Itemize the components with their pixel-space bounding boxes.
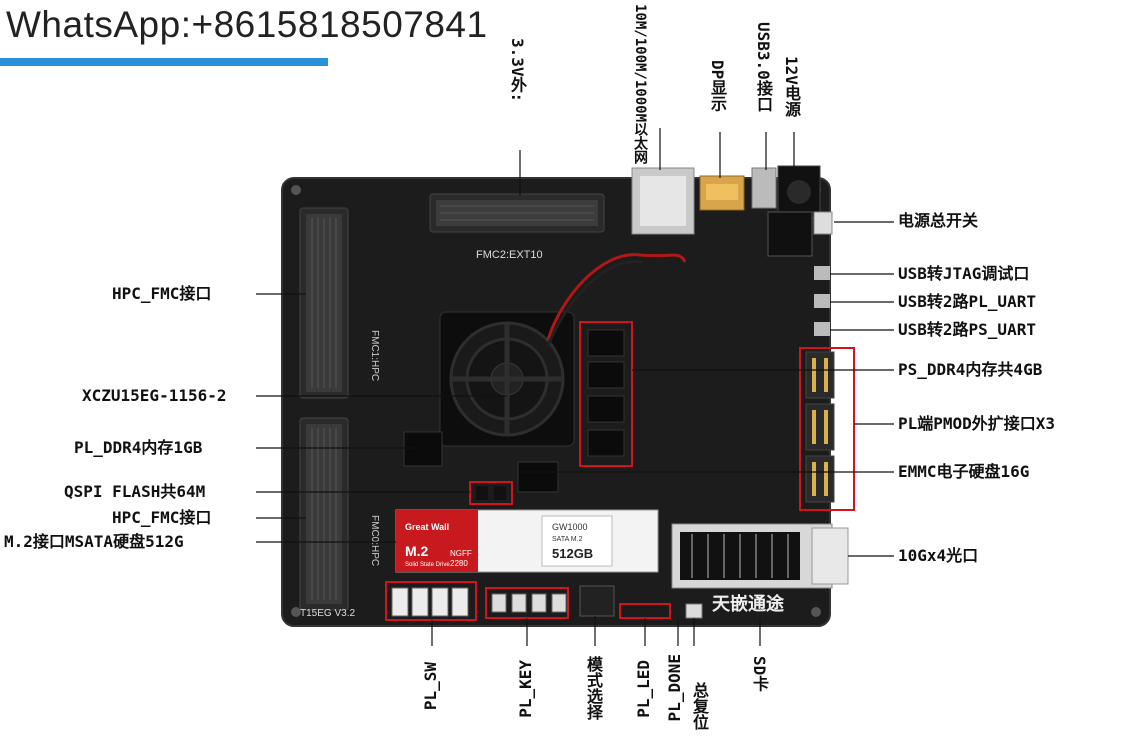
usb-ps-uart-port	[814, 322, 830, 336]
label-3v3: 3.3V外:	[508, 38, 527, 103]
label-hpc-fmc-top: HPC_FMC接口	[112, 284, 212, 303]
ssd-desc-text: Solid State Drive	[405, 562, 450, 568]
label-pl-ddr4: PL_DDR4内存1GB	[74, 438, 203, 457]
label-dp: DP显示	[708, 60, 727, 112]
ssd-type-text: NGFF	[450, 549, 472, 558]
label-power-switch: 电源总开关	[898, 211, 979, 230]
mode-switch	[579, 585, 615, 617]
silk-fmc2-text: FMC2:EXT10	[476, 249, 543, 261]
mount-hole	[291, 185, 301, 195]
watermark-underline	[0, 58, 328, 66]
silk-fmc1-text: FMC1:HPC	[369, 330, 380, 381]
usb-jtag-port	[814, 266, 830, 280]
label-cpu: XCZU15EG-1156-2	[82, 386, 227, 405]
label-hpc-fmc-bottom: HPC_FMC接口	[112, 508, 212, 527]
label-12v: 12V电源	[782, 56, 801, 117]
pmod-highlight	[799, 347, 855, 511]
ssd-model-text: GW1000	[552, 522, 588, 532]
watermark-text: WhatsApp:+8615818507841	[6, 4, 488, 45]
pl-sw-highlight	[385, 581, 477, 621]
mount-hole	[811, 607, 821, 617]
pl-ddr4-chip	[403, 431, 443, 467]
label-pl-sw: PL_SW	[421, 662, 440, 711]
ssd-capacity-text: 512GB	[552, 546, 593, 561]
label-emmc: EMMC电子硬盘16G	[898, 462, 1030, 481]
label-usb-jtag: USB转JTAG调试口	[898, 264, 1030, 283]
mount-hole	[291, 607, 301, 617]
silk-fmc0-text: FMC0:HPC	[369, 515, 380, 566]
qspi-highlight	[469, 481, 513, 505]
label-usb3: USB3.0接口	[754, 22, 773, 112]
label-ps-ddr4: PS_DDR4内存共4GB	[898, 360, 1043, 379]
label-sd: SD卡	[750, 656, 769, 692]
label-ethernet: 10M/100M/1000M以太网	[632, 4, 648, 165]
ssd-brand-text: Great Wall	[405, 522, 449, 532]
reset-button	[685, 603, 703, 619]
label-usb-ps-uart: USB转2路PS_UART	[898, 320, 1036, 339]
label-usb-pl-uart: USB转2路PL_UART	[898, 292, 1036, 311]
usb3-port	[751, 167, 777, 209]
ssd-iface-text: SATA M.2	[552, 536, 583, 543]
ssd-form-text: M.2	[405, 543, 429, 559]
label-pl-led: PL_LED	[634, 660, 653, 718]
ps-ddr4-highlight	[579, 321, 633, 467]
usb-pl-uart-port	[814, 294, 830, 308]
label-qspi: QSPI FLASH共64M	[64, 482, 206, 501]
label-optical: 10Gx4光口	[898, 546, 979, 565]
label-pl-done: PL_DONE	[665, 654, 684, 722]
power-switch	[767, 211, 813, 257]
label-pmod: PL端PMOD外扩接口X3	[898, 414, 1056, 433]
label-m2: M.2接口MSATA硬盘512G	[4, 532, 184, 551]
ssd-size-text: 2280	[450, 559, 468, 568]
board-model-text: T15EG V3.2	[300, 608, 355, 619]
label-pl-key: PL_KEY	[516, 660, 535, 718]
leader-lines	[256, 128, 894, 646]
board-brand-text: 天嵌通途	[712, 593, 785, 614]
label-mode: 模式选择	[584, 656, 603, 720]
emmc-chip	[517, 461, 559, 493]
label-reset: 总复位	[690, 682, 709, 730]
